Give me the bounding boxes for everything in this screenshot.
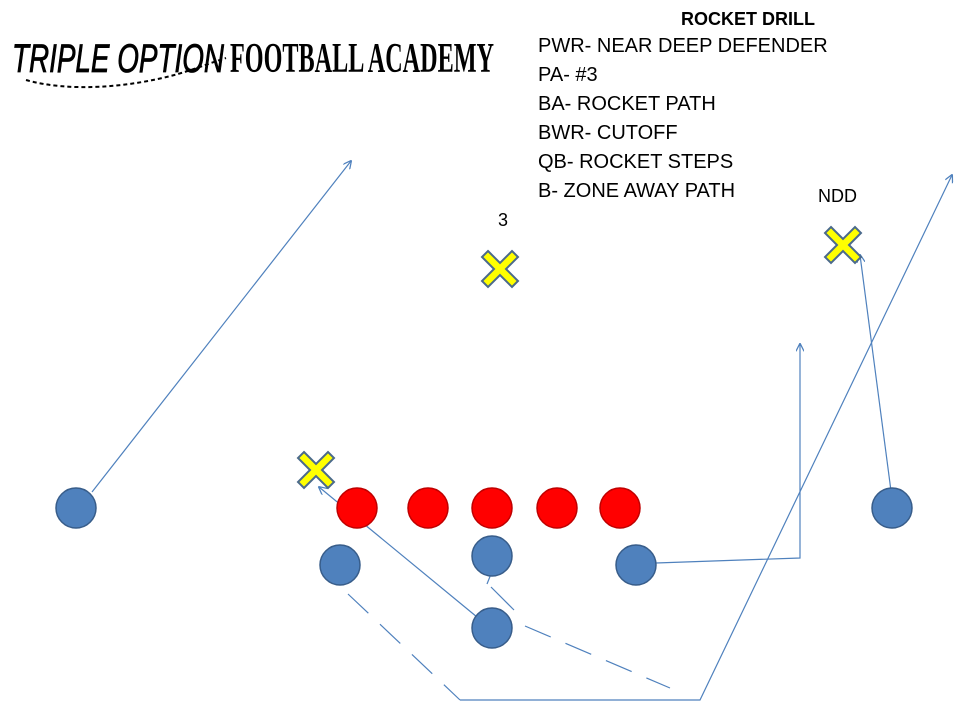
defender-3 <box>480 249 520 289</box>
assignment-item: B- ZONE AWAY PATH <box>538 180 736 202</box>
assignment-item: BWR- CUTOFF <box>538 122 678 144</box>
drill-title: ROCKET DRILL <box>681 9 815 29</box>
right-guard <box>536 487 578 529</box>
zone-away-path <box>460 175 952 701</box>
logo-text-left: TRIPLE OPTION <box>12 37 224 81</box>
right-receiver <box>871 487 913 529</box>
right-back <box>615 544 657 586</box>
left-back <box>319 544 361 586</box>
defender-3-label: 3 <box>498 210 509 230</box>
logo-swoosh <box>25 57 227 89</box>
skill-players <box>55 487 913 649</box>
defender-edge <box>296 450 336 490</box>
routes <box>91 161 952 701</box>
offensive-line <box>336 487 641 529</box>
defender-ndd <box>823 225 863 265</box>
right-back-rocket-path <box>655 344 800 564</box>
academy-logo: TRIPLE OPTION FOOTBALL ACADEMY <box>12 36 494 89</box>
defenders <box>296 225 863 490</box>
logo-text-right: FOOTBALL ACADEMY <box>230 36 494 82</box>
center <box>471 487 513 529</box>
left-receiver-route <box>91 161 351 493</box>
quarterback <box>471 535 513 577</box>
assignment-item: BA- ROCKET PATH <box>538 93 716 115</box>
right-receiver-cutoff-route <box>860 255 892 492</box>
qb-dropback-dashed <box>490 586 515 611</box>
assignment-item: PWR- NEAR DEEP DEFENDER <box>538 35 828 57</box>
left-tackle <box>336 487 378 529</box>
assignment-item: PA- #3 <box>538 64 598 86</box>
left-receiver <box>55 487 97 529</box>
zone-away-dashed-start <box>347 593 461 701</box>
assignment-list: PWR- NEAR DEEP DEFENDER PA- #3 BA- ROCKE… <box>538 32 868 206</box>
drill-notes: ROCKET DRILL PWR- NEAR DEEP DEFENDER PA-… <box>538 6 868 206</box>
fullback <box>471 607 513 649</box>
defender-ndd-label: NDD <box>818 186 857 206</box>
qb-pitch-dashed <box>524 625 671 689</box>
assignment-item: QB- ROCKET STEPS <box>538 151 734 173</box>
left-guard <box>407 487 449 529</box>
right-tackle <box>599 487 641 529</box>
